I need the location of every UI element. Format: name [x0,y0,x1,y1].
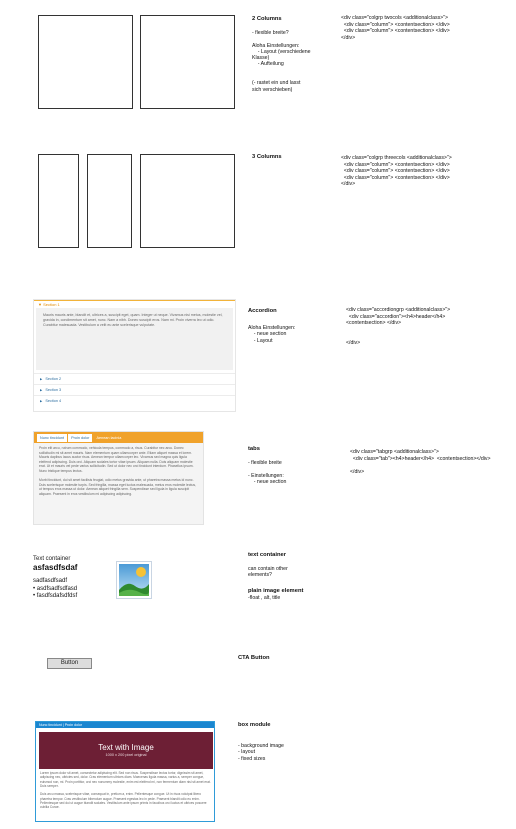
tabs-code: <div class="tabgrp <additionalclass>"> <… [350,449,491,475]
triangle-down-icon: ▼ [38,302,42,307]
tab-2[interactable]: Proin dolor [68,434,93,442]
accordion-title: Accordion [248,308,277,314]
box-module-image: Text with Image 1000 x 200 pixel origina… [39,732,213,769]
tabs-title: tabs [248,446,260,452]
text-container-label: Text container [33,556,71,562]
text-container-title: text container [248,552,287,558]
accordion-notes: Aloha Einstellungen: - neue section - La… [248,325,296,344]
two-columns-code: <div class="colgrp twocols <additionalcl… [341,15,450,41]
two-columns-title: 2 Columns [252,16,282,22]
three-columns-code: <div class="colgrp threecols <additional… [341,155,452,188]
tabs-notes: - flexible breite - Einstellungen: - neu… [248,460,287,485]
accordion-section-2[interactable]: Section 2 [34,373,235,384]
text-container-heading: asfasdfsdaf [33,563,78,572]
box-module-image-title: Text with Image [98,743,154,752]
tab-1[interactable]: Nunc tincidunt [37,434,68,442]
box-module-image-sub: 1000 x 200 pixel original [105,753,147,757]
accordion-section-1-label: Section 1 [43,302,60,307]
cta-title: CTA Button [238,655,270,661]
three-columns-title: 3 Columns [252,154,282,160]
image-placeholder-icon [116,561,152,599]
accordion-preview: ▼ Section 1 Mauris mauris ante, blandit … [33,299,236,412]
accordion-section-3[interactable]: Section 3 [34,384,235,395]
box-module-header: Nunc tincidunt | Proin dolor [36,722,214,728]
image-element-notes: -float , alt, title [248,595,281,601]
box-module-title: box module [238,722,271,728]
text-container-notes: can contain other elements? [248,566,288,579]
accordion-section-4[interactable]: Section 4 [34,395,235,406]
two-col-column-2 [140,15,235,109]
two-col-column-1 [38,15,133,109]
box-module-text: Lorem ipsum dolor sit amet, consectetur … [40,771,211,810]
accordion-section-1-body: Mauris mauris ante, blandit et, ultrices… [36,308,233,370]
three-col-column-2 [87,154,132,248]
accordion-section-1-header[interactable]: ▼ Section 1 [34,300,235,308]
image-element-title: plain image element [248,588,304,594]
box-module-notes: - background image - layout - fixed size… [238,743,284,762]
tab-3[interactable]: Aenean lacinia [93,434,125,442]
text-line-2: • asdfsadfsdfasd [33,585,78,592]
accordion-code: <div class="accordiongrp <additionalclas… [346,307,451,346]
tab-content: Proin elit arcu, rutrum commodo, vehicul… [39,446,196,496]
three-col-column-3 [140,154,235,248]
text-line-3: • fasdfsdafsdfdsf [33,593,78,599]
text-line-1: sadfasdfsadf [33,578,68,584]
box-module-preview: Nunc tincidunt | Proin dolor Text with I… [35,721,215,822]
three-col-column-1 [38,154,79,248]
cta-button[interactable]: Button [47,658,92,669]
two-columns-notes: - flexible breite? Aloha Einstellungen: … [252,30,311,93]
text-container-lines: sadfasdfsadf • asdfsadfsdfasd • fasdfsda… [33,578,77,601]
